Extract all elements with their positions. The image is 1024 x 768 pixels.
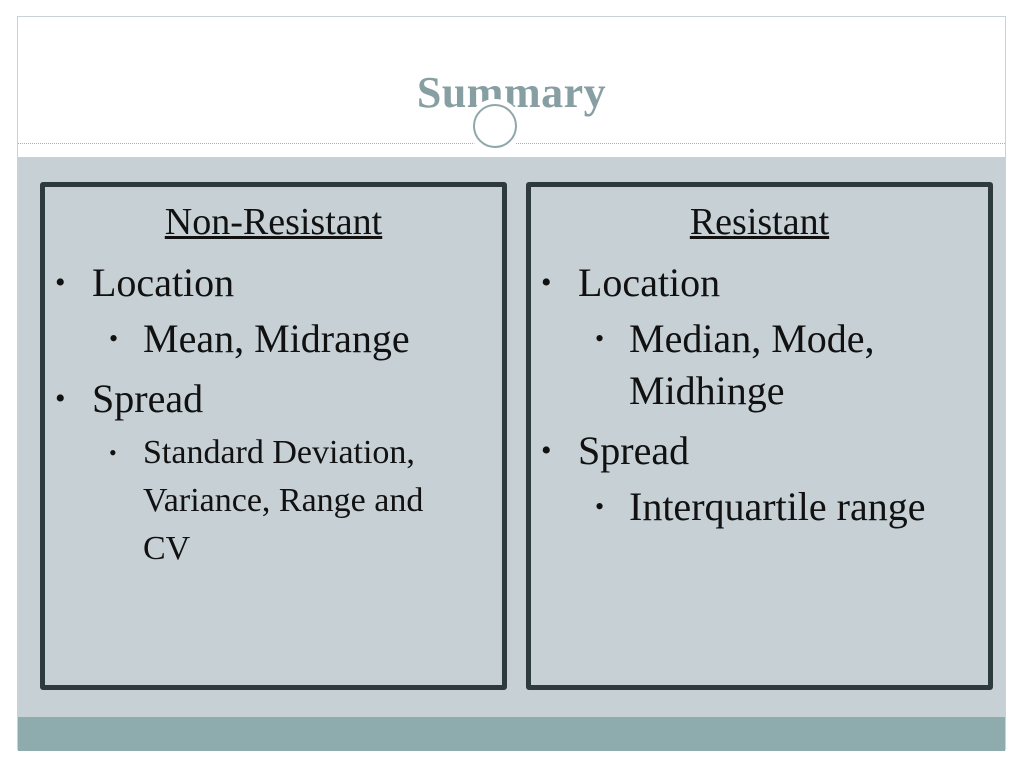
resistant-panel: Resistant • Location • Median, Mode, Mid… [526, 182, 993, 690]
bullet-icon: • [109, 440, 117, 465]
sub-list-item-label: Standard Deviation, Variance, Range and … [143, 434, 424, 567]
list-item-label: Location [92, 260, 235, 305]
circle-ornament-icon [468, 99, 522, 153]
list-item: • Location [531, 259, 988, 307]
footer-band [18, 717, 1005, 751]
bullet-icon: • [541, 434, 552, 467]
list-item: • Spread [531, 427, 988, 475]
bullet-icon: • [595, 492, 605, 521]
panel-heading: Resistant [689, 201, 830, 243]
sub-list-item: • Standard Deviation, Variance, Range an… [45, 429, 502, 573]
sub-list-item: • Mean, Midrange [45, 313, 502, 365]
sub-list-item-label: Median, Mode, Midhinge [629, 316, 875, 413]
bullet-icon: • [55, 266, 66, 299]
list-item-label: Location [578, 260, 721, 305]
sub-list-item-label: Mean, Midrange [143, 316, 410, 361]
panel-heading: Non-Resistant [164, 201, 383, 243]
list-item-label: Spread [578, 428, 690, 473]
bullet-icon: • [109, 324, 119, 353]
bullet-icon: • [595, 324, 605, 353]
sub-list-item-label: Interquartile range [629, 484, 926, 529]
sub-list-item: • Median, Mode, Midhinge [531, 313, 988, 417]
bullet-icon: • [55, 382, 66, 415]
sub-list-item: • Interquartile range [531, 481, 988, 533]
non-resistant-panel: Non-Resistant • Location • Mean, Midrang… [40, 182, 507, 690]
list-item: • Location [45, 259, 502, 307]
circle-ring [473, 104, 517, 148]
bullet-icon: • [541, 266, 552, 299]
list-item-label: Spread [92, 376, 204, 421]
list-item: • Spread [45, 375, 502, 423]
